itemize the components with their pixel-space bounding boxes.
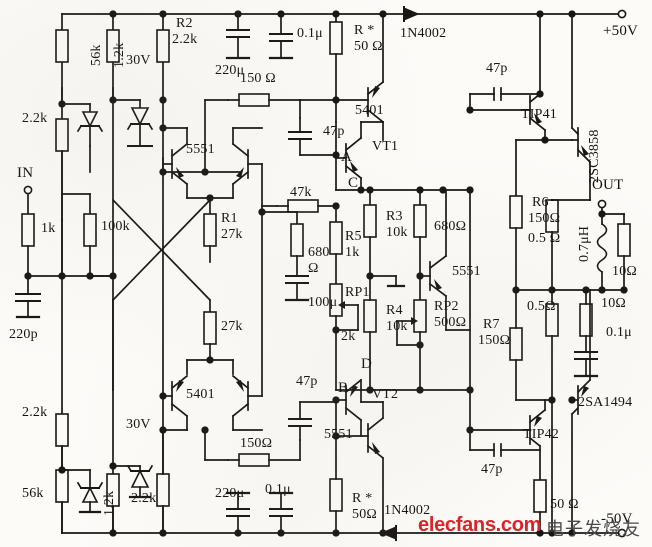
label-tip41: TIP41 (521, 107, 557, 122)
label-rstar-bot-value: 50Ω (352, 507, 378, 522)
label-r7-value: 150Ω (478, 333, 511, 348)
label-q-vas-bot: 5551 (324, 427, 353, 442)
label-r3-value: 10k (386, 225, 408, 240)
label-r3-name: R3 (386, 209, 403, 224)
label-c01u-top: 0.1μ (297, 26, 323, 41)
label-10ohm-ser: 10Ω (601, 296, 627, 311)
label-50ohm-bot: 50 Ω (550, 497, 579, 512)
label-2p2k-bot-left: 2.2k (22, 405, 48, 420)
label-r2-value: 2.2k (172, 32, 198, 47)
label-supply-bot: -50V (601, 511, 633, 527)
label-q-vbe: 5551 (452, 264, 481, 279)
label-rp2-name: RP2 (434, 299, 459, 314)
label-c220u-bot: 220μ (215, 486, 245, 501)
label-zener-30v-top: 30V (126, 53, 151, 68)
label-150ohm-top: 150 Ω (240, 71, 276, 86)
label-node-a: A (341, 149, 353, 165)
label-node-c: C (348, 175, 359, 191)
label-c100u: 100μ (308, 295, 338, 310)
label-r2-name: R2 (176, 16, 193, 31)
label-r7-name: R7 (483, 317, 500, 332)
label-r6-emitter: 0.5 Ω (528, 231, 561, 246)
label-rstar-bot-name: R * (352, 491, 373, 506)
label-inductor: 0.7μH (577, 225, 592, 262)
label-r4-name: R4 (386, 303, 403, 318)
label-c220u-top: 220μ (215, 63, 245, 78)
label-rstar-top-value: 50 Ω (354, 39, 383, 54)
label-680-vbe: 680Ω (434, 219, 467, 234)
label-r5-value: 1k (345, 245, 360, 260)
label-2sc3858: 2SC3858 (587, 129, 602, 183)
label-c47p-b: 47p (296, 374, 318, 389)
label-c47p-bot: 47p (481, 462, 503, 477)
label-rp1-name: RP1 (345, 285, 370, 300)
label-node-b: B (338, 380, 349, 396)
label-r6-value: 150Ω (528, 211, 561, 226)
label-vt1: VT1 (372, 139, 399, 154)
label-47k: 47k (290, 185, 312, 200)
label-node-d: D (361, 356, 373, 372)
label-out: OUT (592, 177, 624, 193)
label-1k-in: 1k (41, 221, 56, 236)
label-2p2k-top-left: 2.2k (22, 111, 48, 126)
label-r1-value: 27k (221, 227, 243, 242)
label-vt2: VT2 (372, 387, 399, 402)
label-rp1-value: 2k (341, 329, 356, 344)
label-c-zobel: 0.1μ (606, 325, 632, 340)
label-27k-bot: 27k (221, 319, 243, 334)
label-r5-name: R5 (345, 229, 362, 244)
label-2sa1494: 2SA1494 (578, 395, 633, 410)
label-zener-30v-bot: 30V (126, 417, 151, 432)
label-diode-top: 1N4002 (400, 26, 447, 41)
label-tip42: TIP42 (523, 427, 559, 442)
label-c47p-a: 47p (323, 124, 345, 139)
label-c01u-bot: 0.1μ (265, 482, 291, 497)
label-150ohm-bot: 150Ω (240, 436, 273, 451)
label-c220p: 220p (9, 327, 38, 342)
label-q-bot-diff: 5401 (186, 387, 215, 402)
label-diode-bot: 1N4002 (384, 503, 431, 518)
label-2p2k-bot-right: 2.2k (131, 491, 157, 506)
watermark-chinese: 电子发烧友 (546, 519, 641, 540)
label-r1-name: R1 (221, 211, 238, 226)
label-100k: 100k (101, 219, 130, 234)
label-q-top-diff: 5551 (186, 142, 215, 157)
label-supply-top: +50V (603, 23, 639, 39)
label-in: IN (17, 165, 34, 181)
label-r7-emitter: 0.5Ω (527, 299, 556, 314)
label-1p2k-bot: 1.2k (102, 490, 117, 516)
label-rp2-value: 500Ω (434, 315, 467, 330)
label-q-top-mirror: 5401 (355, 103, 384, 118)
label-r6-name: R6 (532, 195, 549, 210)
label-56k-top: 56k (89, 44, 104, 66)
label-r4-value: 10k (386, 319, 408, 334)
label-56k-bot: 56k (22, 486, 44, 501)
watermark-site: elecfans.com (418, 514, 542, 536)
label-680-name: 680 (308, 245, 330, 260)
label-680-unit: Ω (308, 261, 319, 276)
label-10ohm-par: 10Ω (612, 264, 638, 279)
label-rstar-top-name: R * (354, 23, 375, 38)
label-c47p-top: 47p (486, 61, 508, 76)
